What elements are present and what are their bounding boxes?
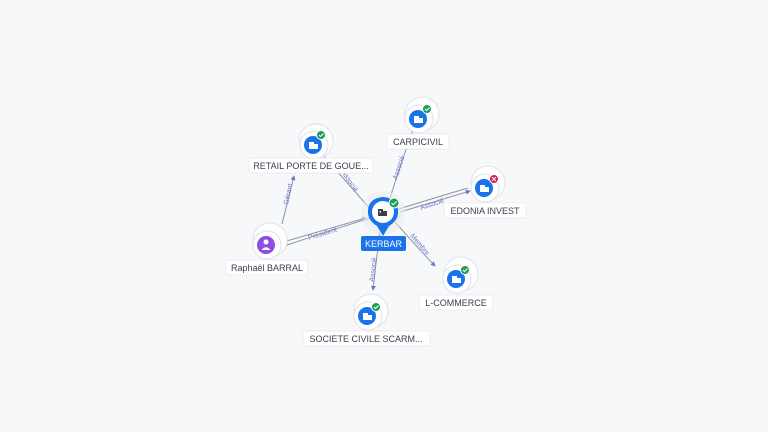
edge-raphael-retail[interactable] (281, 175, 296, 225)
node-retail[interactable]: RETAIL PORTE DE GOUE... (248, 123, 374, 174)
active-check-icon (422, 104, 432, 114)
edge-label-kerbar-edonia: Associé (419, 198, 445, 212)
edge-label-kerbar-carpicivil: Associé (392, 155, 406, 181)
node-label: EDONIA INVEST (450, 206, 520, 216)
node-label: L-COMMERCE (425, 298, 487, 308)
node-scarm[interactable]: SOCIETE CIVILE SCARM... (302, 293, 431, 347)
person-icon (261, 239, 271, 250)
edge-label-kerbar-lcommerce: Membre (408, 233, 430, 257)
building-icon (378, 209, 387, 216)
node-label: RETAIL PORTE DE GOUE... (253, 161, 368, 171)
edge-kerbar-edonia[interactable] (399, 189, 471, 213)
edge-raphael-kerbar[interactable] (282, 216, 367, 243)
building-icon (452, 276, 461, 283)
node-kerbar-center[interactable]: KERBAR (361, 191, 406, 251)
node-edonia[interactable]: EDONIA INVEST (443, 165, 527, 219)
edge-label-raphael-retail: Gérant (283, 183, 294, 205)
building-icon (480, 185, 489, 192)
building-icon (363, 313, 372, 320)
node-lcommerce[interactable]: L-COMMERCE (418, 256, 494, 311)
node-label: Raphaël BARRAL (231, 263, 303, 273)
active-check-icon (371, 302, 381, 312)
edge-label-raphael-kerbar: Président (308, 227, 338, 242)
building-icon (309, 142, 318, 149)
active-check-icon (460, 265, 470, 275)
active-check-icon (388, 197, 400, 209)
building-icon (414, 116, 423, 123)
inactive-cross-icon (489, 174, 499, 184)
node-label: SOCIETE CIVILE SCARM... (309, 334, 422, 344)
edge-label-kerbar-scarm: Associé (369, 257, 379, 282)
center-node-label: KERBAR (365, 239, 403, 249)
node-raphael[interactable]: Raphaël BARRAL (225, 222, 309, 276)
node-label: CARPICIVIL (393, 137, 443, 147)
node-carpicivil[interactable]: CARPICIVIL (386, 96, 450, 150)
active-check-icon (316, 130, 326, 140)
